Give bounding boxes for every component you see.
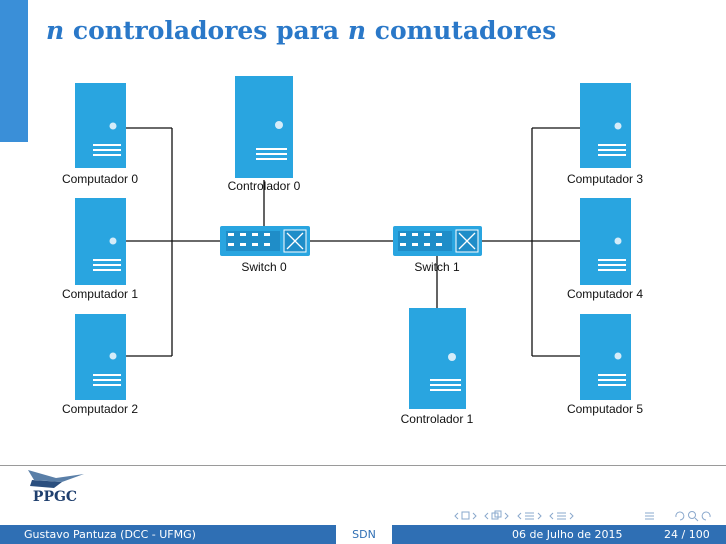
switch-1: Switch 1 [393,226,482,274]
nav-frame-prev-icon[interactable] [454,511,477,520]
server-icon [580,83,631,168]
nav-toc-icon[interactable] [645,512,654,520]
computer-0: Computador 0 [62,83,138,186]
computer-3: Computador 3 [567,83,643,186]
nav-search-icon[interactable] [688,511,699,522]
controller-1-label: Controlador 1 [401,412,474,426]
computer-1: Computador 1 [62,198,138,301]
server-icon [75,83,126,168]
footer-date: 06 de Julho de 2015 [512,528,623,541]
nav-redo-icon[interactable] [701,511,711,521]
ppgc-logo: PPGC [22,468,88,505]
computer-0-label: Computador 0 [62,172,138,186]
footer-page-number: 24 / 100 [664,528,710,541]
sidebar-accent-bar [0,0,28,142]
connection-lines [126,127,580,357]
computer-5: Computador 5 [567,314,643,416]
footer-bar: Gustavo Pantuza (DCC - UFMG) SDN 06 de J… [0,525,726,544]
computer-4-label: Computador 4 [567,287,643,301]
computer-5-label: Computador 5 [567,402,643,416]
nav-slide-icon[interactable] [549,512,574,520]
switch-0-label: Switch 0 [241,260,287,274]
nav-subsection-icon[interactable] [484,510,509,520]
slide-title: n controladores para n comutadores [46,16,556,45]
computer-2: Computador 2 [62,314,138,416]
computer-3-label: Computador 3 [567,172,643,186]
footer-divider [0,465,726,466]
computer-2-label: Computador 2 [62,402,138,416]
title-variable-n-2: n [347,16,367,45]
title-variable-n: n [46,16,65,45]
server-icon [235,76,293,178]
controller-0-label: Controlador 0 [228,179,301,193]
switch-0: Switch 0 [220,226,310,274]
title-text-end: comutadores [374,16,557,45]
beamer-navigation[interactable] [452,508,717,522]
server-icon [580,314,631,400]
server-icon [580,198,631,285]
nav-undo-icon[interactable] [675,511,685,521]
controller-0: Controlador 0 [228,76,301,193]
server-icon [75,314,126,400]
server-icon [75,198,126,285]
computer-1-label: Computador 1 [62,287,138,301]
footer-author: Gustavo Pantuza (DCC - UFMG) [24,528,196,541]
logo-text: PPGC [33,489,77,504]
title-text-mid: controladores para [72,16,340,45]
network-diagram: Computador 0 Computador 1 Computador 2 C… [62,76,643,426]
nav-section-icon[interactable] [517,512,542,520]
footer-short-title: SDN [336,525,392,544]
switch-1-label: Switch 1 [414,260,460,274]
server-icon [409,308,466,409]
controller-1: Controlador 1 [401,308,474,426]
computer-4: Computador 4 [567,198,643,301]
